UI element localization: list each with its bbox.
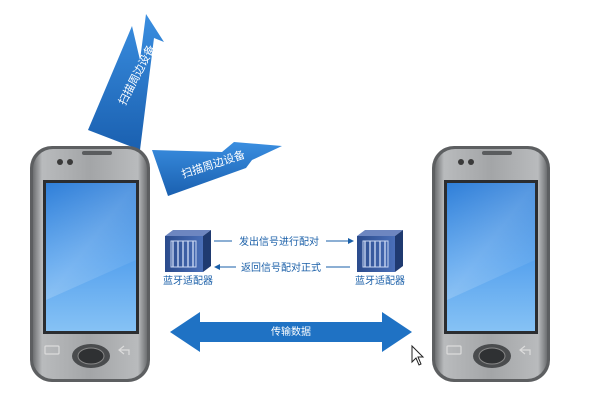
camera-icon [57,159,63,165]
home-button[interactable] [478,347,506,365]
earpiece-icon [82,151,112,155]
camera-icon [458,159,464,165]
reply-arrow [214,264,350,270]
left-adapter-icon [165,230,211,272]
earpiece-icon [482,151,512,155]
menu-key-icon [446,345,462,355]
left-phone [30,146,150,382]
menu-key-icon [44,345,60,355]
right-adapter-icon [357,230,403,272]
back-key-icon [118,345,130,355]
mouse-cursor-icon [411,344,425,366]
transfer-double-arrow [170,312,412,352]
scan-arrow-upper: 扫描周边设备 [88,14,164,150]
send-message-label: 发出信号进行配对 [239,235,319,248]
right-adapter-label: 蓝牙适配器 [355,275,405,287]
back-key-icon [519,345,531,355]
home-button[interactable] [77,347,105,365]
scan-arrow-lower: 扫描周边设备 [152,142,282,196]
left-adapter-label: 蓝牙适配器 [163,275,213,287]
send-arrow [214,238,354,244]
transfer-label: 传输数据 [271,325,311,338]
reply-message-label: 返回信号配对正式 [241,261,321,274]
right-phone [432,146,550,382]
